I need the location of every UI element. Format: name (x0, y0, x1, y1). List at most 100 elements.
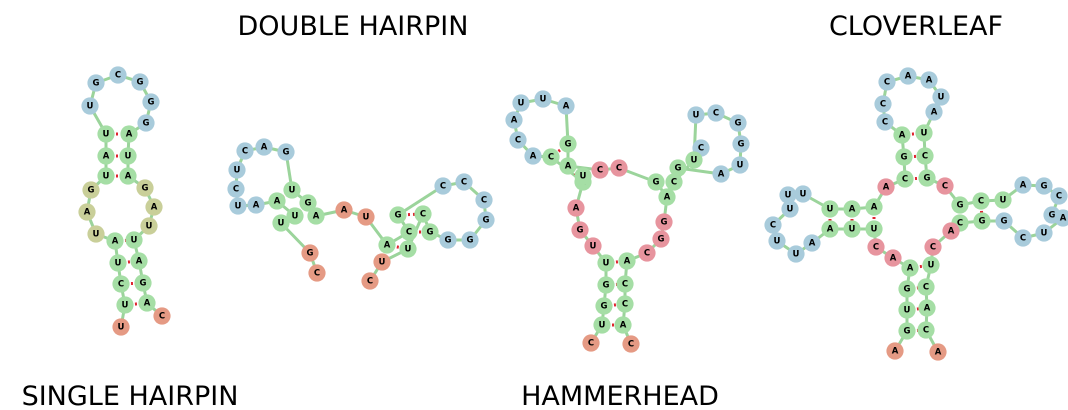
nucleotide-node: G (732, 135, 750, 153)
nucleotide-letter: U (787, 205, 794, 215)
nucleotide-node: C (109, 66, 127, 84)
nucleotide-node: G (439, 231, 457, 249)
nucleotide-letter: U (938, 93, 945, 103)
nucleotide-letter: U (793, 250, 800, 260)
nucleotide-letter: A (511, 116, 518, 126)
nucleotide-node: G (421, 223, 439, 241)
nucleotide-node: C (434, 177, 452, 195)
title-single-hairpin: SINGLE HAIRPIN (22, 381, 239, 410)
nucleotide-letter: U (131, 236, 138, 246)
nucleotide-node: G (655, 213, 673, 231)
nucleotide-letter: U (540, 95, 547, 105)
nucleotide-node: C (475, 191, 493, 209)
nucleotide-letter: C (118, 280, 124, 290)
nucleotide-letter: A (809, 239, 816, 249)
nucleotide-node: U (357, 208, 375, 226)
title-double-hairpin: DOUBLE HAIRPIN (238, 11, 469, 42)
nucleotide-letter: A (126, 130, 133, 140)
nucleotide-letter: C (622, 300, 628, 310)
nucleotide-node: G (134, 274, 152, 292)
nucleotide-node: G (595, 297, 613, 315)
nucleotide-letter: A (871, 203, 878, 213)
nucleotide-letter: C (616, 164, 622, 174)
nucleotide-node: G (895, 148, 913, 166)
nucleotide-letter: C (1020, 234, 1026, 244)
nucleotide-letter: C (515, 136, 521, 146)
nucleotide-letter: U (904, 306, 911, 316)
nucleotide-node: U (865, 220, 883, 238)
nucleotide-letter: G (957, 201, 964, 211)
nucleotide-node: A (255, 138, 273, 156)
nucleotide-node: C (764, 216, 782, 234)
nucleotide-node: A (120, 125, 138, 143)
nucleotide-letter: C (942, 182, 948, 192)
nucleotide-letter: U (118, 323, 125, 333)
nucleotide-letter: C (597, 166, 603, 176)
nucleotide-node: U (1035, 224, 1053, 242)
nucleotide-node: A (865, 198, 883, 216)
nucleotide-node: A (712, 165, 730, 183)
nucleotide-letter: C (420, 210, 426, 220)
nucleotide-node: A (567, 199, 585, 217)
nucleotide-letter: C (115, 71, 121, 81)
nucleotide-node: U (922, 256, 940, 274)
nucleotide-letter: G (577, 226, 584, 236)
nucleotide-letter: A (624, 257, 631, 267)
nucleotide-node: G (647, 173, 665, 191)
nucleotide-letter: C (159, 312, 165, 322)
nucleotide-letter: C (644, 249, 650, 259)
nucleotide-letter: C (622, 280, 628, 290)
nucleotide-node: U (597, 254, 615, 272)
nucleotide-letter: C (481, 196, 487, 206)
nucleotide-node: C (112, 275, 130, 293)
nucleotide-node: A (524, 147, 542, 165)
nucleotide-node: G (918, 169, 936, 187)
single-hairpin-base-pair-link (124, 301, 148, 307)
nucleotide-letter: U (234, 166, 241, 176)
nucleotide-letter: A (926, 76, 933, 86)
nucleotide-node: U (119, 147, 137, 165)
nucleotide-letter: A (136, 257, 143, 267)
nucleotide-letter: A (718, 170, 725, 180)
nucleotide-node: U (228, 161, 246, 179)
nucleotide-letter: C (882, 118, 888, 128)
nucleotide-letter: G (283, 148, 290, 158)
nucleotide-node: A (920, 71, 938, 89)
nucleotide-node: C (361, 272, 379, 290)
nucleotide-letter: U (379, 258, 386, 268)
nucleotide-letter: C (233, 185, 239, 195)
nucleotide-node: C (707, 104, 725, 122)
nucleotide-letter: G (427, 228, 434, 238)
nucleotide-node: G (973, 212, 991, 230)
nucleotide-node: A (918, 299, 936, 317)
nucleotide-letter: A (1020, 181, 1027, 191)
nucleotide-letter: G (603, 281, 610, 291)
nucleotide-node: C (924, 238, 942, 256)
nucleotide-letter: U (278, 219, 285, 229)
cloverleaf-base-pair-link (904, 176, 928, 181)
nucleotide-letter: U (103, 172, 110, 182)
nucleotide-node: G (559, 135, 577, 153)
nucleotide-node: C (878, 73, 896, 91)
nucleotide-node: A (614, 316, 632, 334)
nucleotide-node: A (1014, 176, 1032, 194)
nucleotide-letter: G (675, 164, 682, 174)
nucleotide-node: U (574, 167, 592, 185)
nucleotide-node: A (886, 342, 904, 360)
nucleotide-letter: U (774, 237, 781, 247)
nucleotide-node: G (87, 74, 105, 92)
cloverleaf-base-pair-link (903, 154, 926, 159)
nucleotide-letter: U (921, 129, 928, 139)
nucleotide-node: U (87, 225, 105, 243)
nucleotide-node: A (843, 200, 861, 218)
nucleotide-node: A (557, 97, 575, 115)
nucleotide-letter: G (653, 178, 660, 188)
nucleotide-node: C (876, 113, 894, 131)
nucleotide-letter: A (620, 321, 627, 331)
nucleotide-letter: U (928, 261, 935, 271)
nucleotide-node: A (138, 294, 156, 312)
nucleotide-node: U (821, 200, 839, 218)
nucleotide-node: U (512, 94, 530, 112)
nucleotide-letter: C (873, 243, 879, 253)
